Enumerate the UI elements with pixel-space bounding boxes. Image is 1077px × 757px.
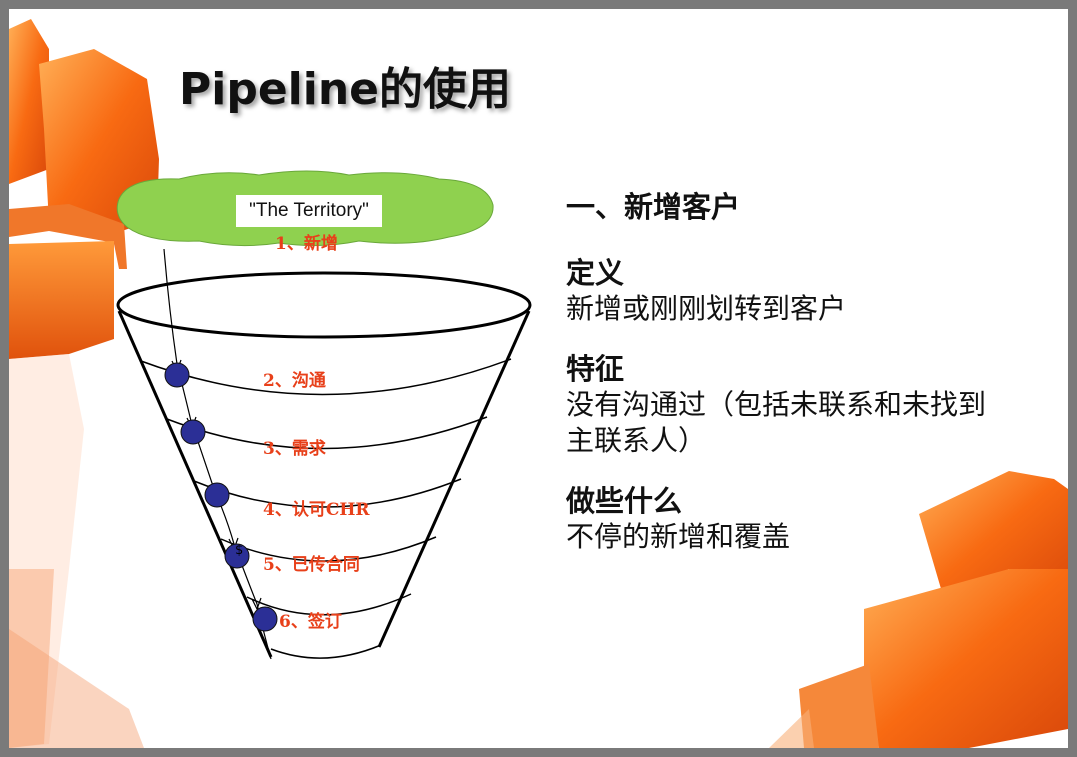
action-title: 做些什么 xyxy=(566,484,683,518)
pipeline-marker-3 xyxy=(204,482,230,508)
funnel-rim xyxy=(116,271,532,339)
dollar-symbol: $ xyxy=(235,543,243,558)
stage-label-2: 2、沟通 xyxy=(263,370,326,391)
funnel-band-1 xyxy=(140,358,512,396)
territory-label: "The Territory" xyxy=(236,195,382,227)
orange-blocks-decoration xyxy=(9,19,1068,748)
funnel-band-5 xyxy=(246,593,412,616)
description-panel: 一、新增客户 定义 新增或刚刚划转到客户 特征 没有沟通过（包括未联系和未找到主… xyxy=(566,189,986,555)
stage-label-1: 1、新增 xyxy=(275,233,338,254)
funnel-bottom xyxy=(270,644,382,659)
pipeline-marker-1 xyxy=(164,362,190,388)
stage-label-4: 4、认可CHR xyxy=(263,499,370,520)
pipeline-funnel-diagram: $ 1、新增 2、沟通 3、需求 4、认可CHR 5、已传合同 6、签订 xyxy=(116,170,532,660)
slide: Pipeline的使用 $ 1、新增 2、沟通 3、需求 4、认可 xyxy=(9,9,1068,748)
stage-label-6: 6、签订 xyxy=(279,611,342,632)
feature-title: 特征 xyxy=(566,352,625,386)
definition-title: 定义 xyxy=(566,256,625,290)
pipeline-path-line xyxy=(163,248,272,660)
action-text: 不停的新增和覆盖 xyxy=(566,520,791,553)
definition-text: 新增或刚刚划转到客户 xyxy=(566,292,847,325)
stage-label-3: 3、需求 xyxy=(263,438,326,459)
slide-title: Pipeline的使用 xyxy=(179,64,511,115)
feature-text: 没有沟通过（包括未联系和未找到主联系人） xyxy=(566,388,987,457)
section-heading: 一、新增客户 xyxy=(566,190,741,224)
funnel-right-side xyxy=(377,310,531,648)
funnel-left-side xyxy=(117,310,273,658)
pipeline-marker-5 xyxy=(252,606,278,632)
pipeline-marker-4 xyxy=(224,543,250,569)
stage-label-5: 5、已传合同 xyxy=(263,554,360,575)
pipeline-marker-2 xyxy=(180,419,206,445)
funnel-band-2 xyxy=(166,416,488,450)
